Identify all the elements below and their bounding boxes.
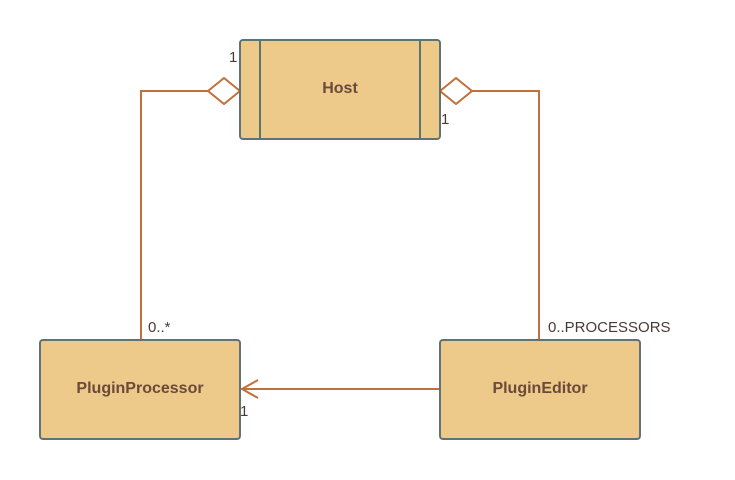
class-host[interactable]: Host bbox=[239, 39, 441, 140]
multiplicity-editor-top: 0..PROCESSORS bbox=[548, 319, 671, 336]
association-arrowhead bbox=[239, 379, 259, 399]
host-label: Host bbox=[322, 80, 358, 97]
class-plugin-editor[interactable]: PluginEditor bbox=[439, 339, 641, 440]
host-processor-line bbox=[140, 90, 208, 341]
association-editor-processor bbox=[239, 379, 440, 399]
plugin-processor-box bbox=[39, 339, 241, 440]
multiplicity-host-left: 1 bbox=[229, 49, 237, 66]
aggregation-host-processor bbox=[140, 76, 242, 341]
multiplicity-processor-right: 1 bbox=[240, 403, 248, 420]
aggregation-diamond-right bbox=[438, 76, 474, 106]
aggregation-diamond-left bbox=[206, 76, 242, 106]
host-editor-line bbox=[472, 90, 540, 341]
host-box bbox=[239, 39, 441, 140]
aggregation-host-editor bbox=[438, 76, 540, 341]
class-plugin-processor[interactable]: PluginProcessor bbox=[39, 339, 241, 440]
multiplicity-host-right: 1 bbox=[441, 111, 449, 128]
plugin-editor-box bbox=[439, 339, 641, 440]
multiplicity-processor-top: 0..* bbox=[148, 319, 171, 336]
plugin-editor-label: PluginEditor bbox=[492, 380, 587, 397]
plugin-processor-label: PluginProcessor bbox=[76, 380, 203, 397]
